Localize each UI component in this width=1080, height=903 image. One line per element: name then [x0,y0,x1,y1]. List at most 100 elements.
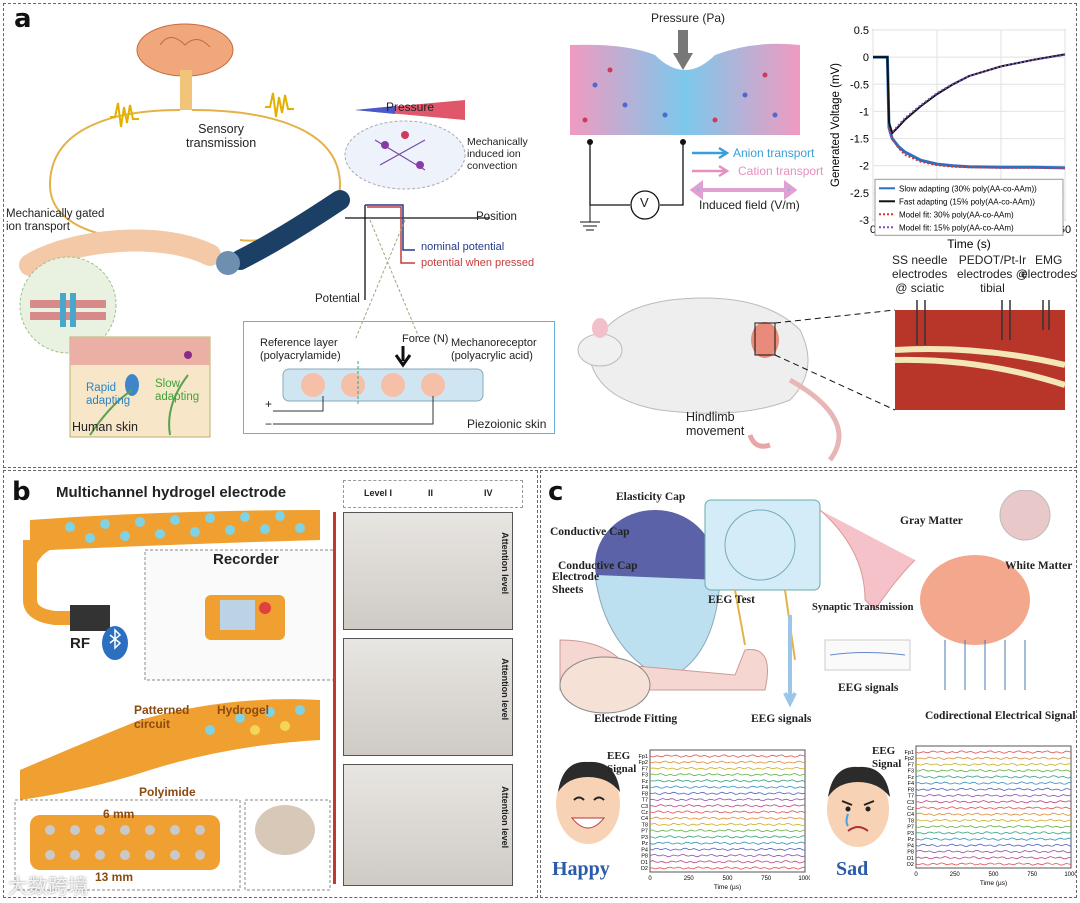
eeg-tick-label: 750 [1027,872,1038,878]
eeg-tick-label: 500 [722,876,733,882]
channel-label: F3 [642,773,648,779]
rat-diagram [577,297,1066,462]
eeg-tick-label: 250 [950,872,961,878]
channel-label: P8 [907,850,914,856]
pressed-potential-label: potential when pressed [421,257,535,269]
channel-label: P7 [641,829,648,835]
gray-matter-label: Gray Matter [900,515,963,527]
sensory-transmission-label: Sensory transmission [186,122,257,151]
channel-label: Pz [908,837,915,843]
channel-label: Fp2 [905,756,914,762]
hindlimb-label: Hindlimb movement [686,410,745,439]
patterned-circuit-label: Patterned circuit [134,703,190,731]
eeg-plot-happy: Fp1Fp2F7F3FzF4F8T7C3CzC4T8P7P3PzP4P8O1O2… [639,749,810,891]
conductive-cap-label-2: Conductive Cap [558,560,638,572]
attention-arrow [333,512,336,884]
channel-label: Pz [642,841,649,847]
eeg-trace [649,847,806,852]
y-tick-label: -3 [859,215,869,227]
mechanoreceptor-label: Mechanoreceptor (polyacrylic acid) [451,337,537,362]
eeg-trace [649,804,806,808]
eeg-test-label: EEG Test [708,594,755,606]
piezoionic-skin-box [243,321,555,434]
channel-label: P8 [641,854,648,860]
hydrogel-label: Hydrogel [217,703,270,717]
series-line-3 [888,127,1065,169]
x-axis-label: Time (s) [947,237,991,251]
eeg-trace [649,785,806,789]
channel-label: C4 [641,816,648,822]
human-skin-label: Human skin [72,420,138,434]
panel-b-label: b [12,477,31,507]
bluetooth-icon [102,626,128,660]
recorder-label: Recorder [213,551,279,568]
voltmeter-label: V [640,195,649,210]
attention-level-2: Attention level [500,658,511,721]
channel-label: O1 [907,856,914,862]
level-strip [343,480,523,508]
eeg-trace [649,816,806,820]
hydrogel-electrode-diagram [14,510,335,891]
legend-label-2: Fast adapting (15% poly(AA-co-AAm)) [899,197,1035,206]
y-tick-label: -2 [859,161,869,173]
eeg-trace [915,818,1072,823]
brain-icon [136,23,234,77]
eeg-tick-label: 500 [988,872,999,878]
eeg-trace [649,835,806,839]
conductive-cap-label-1: Conductive Cap [550,526,630,538]
eeg-trace [649,860,806,864]
emg-label: EMG electrodes [1021,253,1077,281]
y-tick-label: -0.5 [850,79,869,91]
eeg-trace [649,779,806,783]
synaptic-transmission-label: Synaptic Transmission [812,602,914,613]
eeg-time-axis-label: Time (µs) [714,884,741,891]
spike-right-icon [265,92,294,118]
force-label: Force (N) [402,333,449,345]
y-tick-label: -1 [859,106,869,118]
channel-label: P4 [641,847,648,853]
attention-photo-1 [343,512,513,630]
channel-label: Fz [908,775,914,781]
channel-label: O2 [907,862,914,868]
13mm-label: 13 mm [95,870,134,884]
eeg-trace [649,866,806,870]
panel-b [3,470,538,898]
nominal-potential-label: nominal potential [421,241,505,253]
panel-a [3,3,1077,468]
eeg-trace [915,856,1071,860]
panel-a-label: a [14,4,32,34]
eeg-tick-label: 1000 [798,876,810,882]
channel-label: P4 [907,843,914,849]
sad-label: Sad [836,858,869,880]
voltmeter-icon [630,190,660,220]
eeg-diagram [559,490,1051,714]
panel-c-label: c [548,477,564,507]
piezoionic-skin-label: Piezoionic skin [467,417,547,431]
pressure-label: Pressure [386,100,435,114]
eeg-trace [915,794,1072,798]
watermark: 大数跨境 [8,876,88,898]
eeg-trace [915,750,1072,754]
position-label: Position [476,211,517,223]
eeg-signals-label-1: EEG signals [751,713,812,725]
ion-transport-diagram [570,30,800,231]
channel-label: F4 [642,785,648,791]
eeg-trace [915,775,1072,779]
happy-label: Happy [552,858,610,880]
eeg-trace [649,829,806,833]
channel-label: T8 [908,818,914,824]
legend-box [874,178,1064,236]
eeg-trace [915,756,1072,760]
rf-label: RF [70,635,90,652]
channel-label: Fp2 [639,760,648,766]
eeg-frame [915,745,1072,869]
electrode-title: Multichannel hydrogel electrode [56,484,287,501]
y-tick-label: 0 [863,52,869,64]
eeg-tick-label: 250 [684,876,695,882]
level-4-label: IV [484,488,493,498]
electrode-sheets-label: Electrode Sheets [552,571,600,597]
anion-transport-label: Anion transport [733,146,815,160]
channel-label: Cz [641,810,648,816]
channel-label: F8 [642,791,648,797]
eeg-trace [915,824,1072,829]
